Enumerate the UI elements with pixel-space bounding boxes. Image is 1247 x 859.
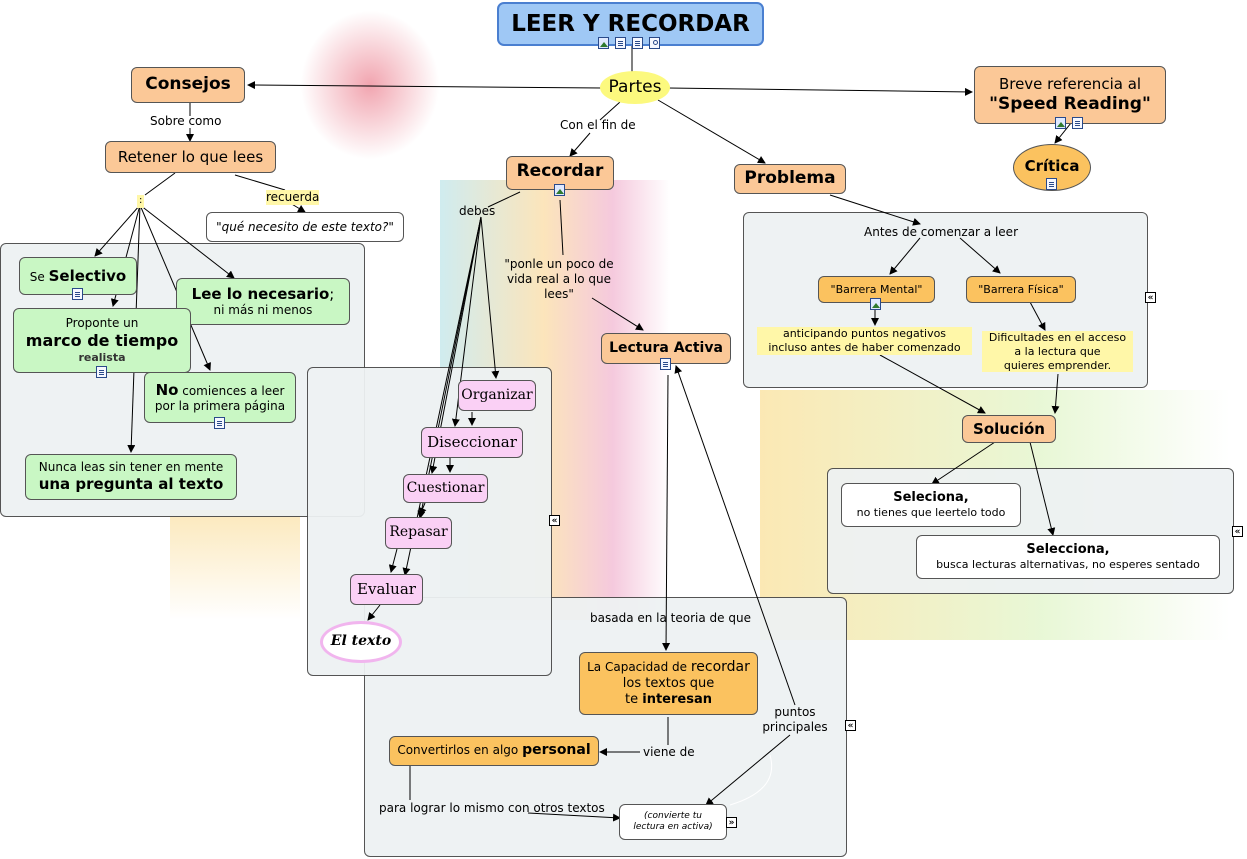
lee-necesario-label: Lee lo necesario; <box>191 284 335 303</box>
selecciona-label: Selecciona, <box>1026 542 1110 557</box>
repasar-node[interactable]: Repasar <box>385 517 452 549</box>
con-el-fin-label: Con el fin de <box>560 118 636 132</box>
sobre-como-label: Sobre como <box>150 114 222 128</box>
barrera-fisica-label: "Barrera Física" <box>978 282 1064 296</box>
capacidad-line3: te interesan <box>625 692 712 708</box>
que-necesito-label: "qué necesito de este texto?" <box>216 219 394 234</box>
evaluar-label: Evaluar <box>357 580 416 599</box>
capacidad-node[interactable]: La Capacidad de recordar los textos que … <box>579 652 758 715</box>
selectivo-label: Se Selectivo <box>29 266 127 285</box>
diseccionar-node[interactable]: Diseccionar <box>421 427 523 458</box>
background-figure-runner <box>300 10 440 160</box>
que-necesito-node[interactable]: "qué necesito de este texto?" <box>206 212 404 242</box>
document-icon[interactable] <box>1046 178 1057 190</box>
image-icon[interactable] <box>1055 117 1066 129</box>
problema-node[interactable]: Problema <box>734 164 846 194</box>
el-texto-label: El texto <box>330 633 392 650</box>
barrera-fisica-node[interactable]: "Barrera Física" <box>966 276 1076 303</box>
cuestionar-node[interactable]: Cuestionar <box>403 474 488 503</box>
viene-de-label: viene de <box>643 745 695 759</box>
document-icon[interactable] <box>96 366 107 378</box>
para-lograr-label: para lograr lo mismo con otros textos <box>379 801 605 815</box>
problema-label: Problema <box>744 168 836 189</box>
cuestionar-label: Cuestionar <box>406 479 485 496</box>
image-icon[interactable] <box>554 184 565 196</box>
lectura-activa-label: Lectura Activa <box>609 339 723 356</box>
retener-node[interactable]: Retener lo que lees <box>105 141 276 173</box>
consejos-node[interactable]: Consejos <box>131 67 245 103</box>
seleciona-label: Seleciona, <box>893 490 969 505</box>
diseccionar-label: Diseccionar <box>427 433 517 452</box>
lee-necesario-node[interactable]: Lee lo necesario; ni más ni menos <box>176 278 350 325</box>
marco-tiempo-node[interactable]: Proponte un marco de tiempo realista <box>13 308 191 373</box>
capacidad-line2: los textos que <box>622 676 715 691</box>
dificultades-label: Dificultades en el acceso a la lectura q… <box>982 331 1133 373</box>
lee-necesario-sub: ni más ni menos <box>213 303 313 318</box>
partes-label: Partes <box>608 76 662 97</box>
recordar-label: Recordar <box>516 161 604 181</box>
selecciona-sub: busca lecturas alternativas, no esperes … <box>936 558 1200 572</box>
realista-label: realista <box>78 351 126 365</box>
seleciona-node[interactable]: Seleciona, no tienes que leertelo todo <box>841 483 1021 527</box>
anticipando-label: anticipando puntos negativos incluso ant… <box>757 327 972 355</box>
convierte-label: (convierte tu lectura en activa) <box>633 810 713 832</box>
document-icon[interactable] <box>72 288 83 300</box>
convertirlos-label: Convertirlos en algo personal <box>397 742 591 759</box>
speed-reading-node[interactable]: Breve referencia al "Speed Reading" <box>974 66 1166 124</box>
expand-icon[interactable]: » <box>726 817 737 828</box>
ponle-label: "ponle un poco de vida real a lo que lee… <box>504 257 614 301</box>
no-comiences-sub: por la primera página <box>154 399 286 414</box>
solucion-node[interactable]: Solución <box>962 415 1056 443</box>
nunca-leas-node[interactable]: Nunca leas sin tener en mente una pregun… <box>25 454 237 500</box>
evaluar-node[interactable]: Evaluar <box>350 574 423 605</box>
image-icon[interactable] <box>870 298 881 310</box>
capacidad-line1: La Capacidad de recordar <box>587 658 750 675</box>
seleciona-sub: no tienes que leertelo todo <box>856 506 1006 520</box>
critica-label: Crítica <box>1024 157 1080 175</box>
proponte-label: Proponte un <box>65 316 139 331</box>
organizar-label: Organizar <box>461 386 533 403</box>
document-icon[interactable] <box>1072 117 1083 129</box>
collapse-icon[interactable]: « <box>1145 292 1156 303</box>
basada-label: basada en la teoria de que <box>590 611 751 625</box>
nunca-leas-label: Nunca leas sin tener en mente <box>38 460 224 475</box>
breve-label: Breve referencia al <box>998 75 1142 93</box>
pregunta-texto-label: una pregunta al texto <box>38 475 224 494</box>
image-icon[interactable] <box>598 37 609 49</box>
background-books-image-3 <box>170 510 300 620</box>
el-texto-node[interactable]: El texto <box>320 621 402 663</box>
no-comiences-node[interactable]: No comiences a leer por la primera págin… <box>144 372 296 423</box>
no-comiences-label: No comiences a leer <box>155 380 285 399</box>
antes-label: Antes de comenzar a leer <box>864 225 1019 239</box>
puntos-principales-label: puntos principales <box>762 705 828 734</box>
colon-connector: : <box>137 195 145 208</box>
map-title-text: LEER Y RECORDAR <box>511 11 750 37</box>
organizar-node[interactable]: Organizar <box>458 380 536 411</box>
solucion-label: Solución <box>973 419 1045 438</box>
collapse-icon[interactable]: « <box>549 515 560 526</box>
recuerda-label: recuerda <box>266 190 320 205</box>
marco-tiempo-label: marco de tiempo <box>25 331 179 351</box>
document-icon[interactable] <box>615 37 626 49</box>
document-icon[interactable] <box>660 358 671 370</box>
speed-reading-label: "Speed Reading" <box>989 93 1151 114</box>
document-icon[interactable] <box>214 417 225 429</box>
debes-label: debes <box>459 204 496 218</box>
collapse-icon[interactable]: « <box>1232 526 1243 537</box>
convertirlos-node[interactable]: Convertirlos en algo personal <box>389 736 599 766</box>
selecciona-node[interactable]: Selecciona, busca lecturas alternativas,… <box>916 535 1220 579</box>
convierte-node[interactable]: (convierte tu lectura en activa) <box>619 804 727 840</box>
retener-label: Retener lo que lees <box>117 147 264 166</box>
repasar-label: Repasar <box>389 524 448 541</box>
partes-node[interactable]: Partes <box>600 71 670 104</box>
document-icon[interactable] <box>632 37 643 49</box>
map-icon[interactable] <box>649 37 660 49</box>
barrera-mental-label: "Barrera Mental" <box>830 282 923 296</box>
consejos-label: Consejos <box>145 74 231 95</box>
collapse-icon[interactable]: « <box>845 720 856 731</box>
map-title[interactable]: LEER Y RECORDAR <box>497 2 764 46</box>
